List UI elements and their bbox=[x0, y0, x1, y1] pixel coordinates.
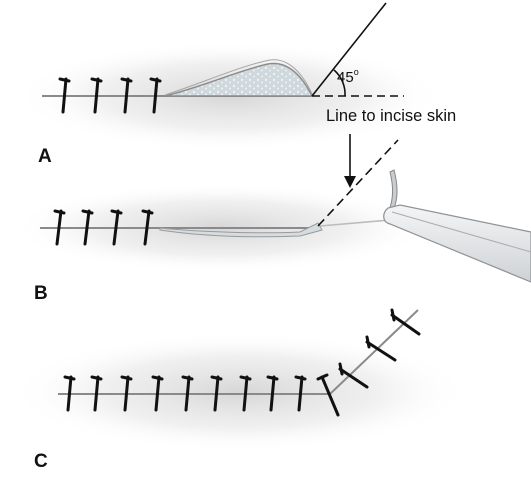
panel-c bbox=[10, 310, 470, 452]
suture-a2-knot bbox=[92, 79, 101, 81]
skin-shading-c bbox=[10, 332, 470, 452]
suture-c8-knot bbox=[268, 377, 277, 379]
panel-label-c: C bbox=[34, 451, 48, 473]
suture-a3-knot bbox=[122, 79, 131, 81]
suture-b2-knot bbox=[83, 211, 92, 213]
suture-b3-knot bbox=[112, 211, 121, 213]
suture-c9-knot bbox=[296, 377, 305, 379]
suture-c7-knot bbox=[241, 377, 250, 379]
suture-c5-knot bbox=[183, 377, 192, 379]
panel-b bbox=[10, 134, 531, 282]
suture-c13-knot bbox=[392, 310, 394, 320]
angle-label: 45o bbox=[337, 68, 359, 86]
suture-c3-knot bbox=[122, 377, 131, 379]
panel-label-a: A bbox=[38, 146, 52, 168]
angle-value: 45 bbox=[337, 69, 354, 86]
panel-a bbox=[15, 3, 445, 151]
pointer-arrow-head bbox=[344, 176, 356, 188]
panel-label-b: B bbox=[34, 283, 48, 305]
suture-a4-knot bbox=[151, 79, 160, 81]
suture-c1-knot bbox=[65, 377, 74, 379]
incision-line-label: Line to incise skin bbox=[326, 107, 456, 126]
suture-c11-knot bbox=[340, 364, 342, 374]
suture-c12-knot bbox=[367, 337, 369, 347]
suture-b1-knot bbox=[55, 211, 64, 213]
suture-b4-knot bbox=[143, 211, 152, 213]
suture-c6-knot bbox=[212, 377, 221, 379]
angle-degree-mark: o bbox=[354, 67, 359, 77]
suture-a1-knot bbox=[60, 79, 69, 81]
suture-c4-knot bbox=[153, 377, 162, 379]
suture-c2-knot bbox=[92, 377, 101, 379]
